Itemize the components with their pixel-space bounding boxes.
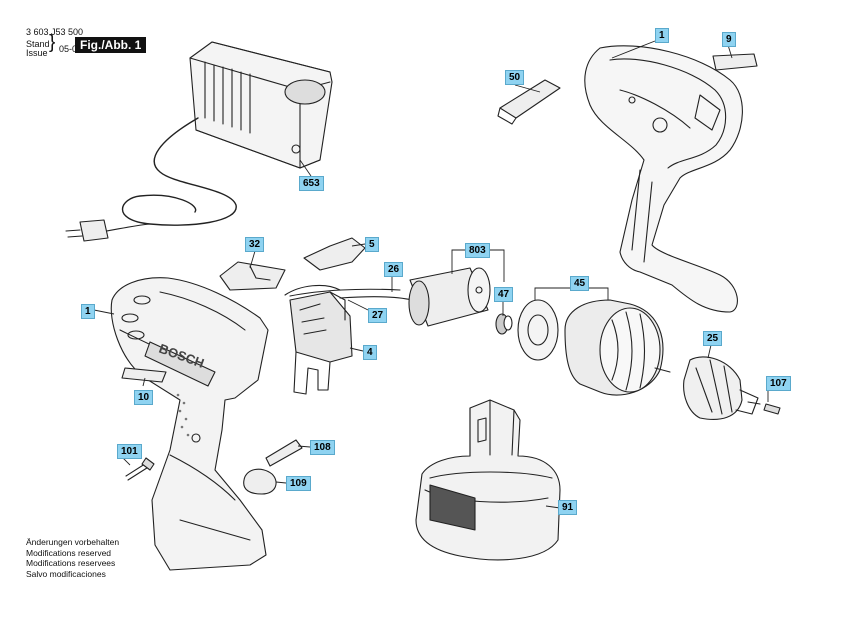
callout-45: 45 bbox=[570, 276, 590, 291]
motor bbox=[408, 267, 491, 327]
callout-27: 27 bbox=[368, 308, 388, 323]
note-fr: Modifications reservees bbox=[26, 558, 116, 568]
chuck bbox=[683, 356, 759, 420]
note-es: Salvo modificaciones bbox=[26, 568, 106, 579]
callout-101: 101 bbox=[117, 444, 142, 459]
figure-label: Fig./Abb. 1 bbox=[75, 37, 147, 53]
callout-109: 109 bbox=[286, 476, 311, 491]
callout-653: 653 bbox=[299, 176, 324, 191]
callout-1-top: 1 bbox=[655, 28, 669, 43]
modification-notes: Änderungen vorbehalten Modifications res… bbox=[26, 537, 119, 579]
housing-right-half bbox=[584, 45, 743, 313]
callout-5: 5 bbox=[365, 237, 379, 252]
issue-label: Issue bbox=[26, 48, 48, 58]
callout-107: 107 bbox=[766, 376, 791, 391]
charger bbox=[65, 41, 333, 242]
callout-1-left: 1 bbox=[81, 304, 95, 319]
callout-108: 108 bbox=[310, 440, 335, 455]
note-en: Modifications reserved bbox=[26, 547, 112, 558]
callout-26: 26 bbox=[384, 262, 404, 277]
housing-left-half bbox=[110, 277, 269, 571]
brace: } bbox=[49, 32, 56, 53]
part-50 bbox=[497, 79, 561, 125]
callout-50: 50 bbox=[505, 70, 525, 85]
callout-803: 803 bbox=[465, 243, 490, 258]
callout-32: 32 bbox=[245, 237, 265, 252]
battery bbox=[415, 399, 561, 561]
note-de: Änderungen vorbehalten bbox=[26, 537, 120, 547]
callout-47: 47 bbox=[494, 287, 514, 302]
pinion bbox=[495, 313, 513, 335]
callout-9: 9 bbox=[722, 32, 736, 47]
callout-4: 4 bbox=[363, 345, 377, 360]
stand-label: Stand bbox=[26, 39, 50, 49]
part-number: 3 603 J53 500 bbox=[26, 27, 84, 37]
gearbox bbox=[517, 299, 671, 396]
callout-91: 91 bbox=[558, 500, 578, 515]
switch-assembly bbox=[284, 284, 353, 395]
callout-25: 25 bbox=[703, 331, 723, 346]
callout-10: 10 bbox=[134, 390, 154, 405]
